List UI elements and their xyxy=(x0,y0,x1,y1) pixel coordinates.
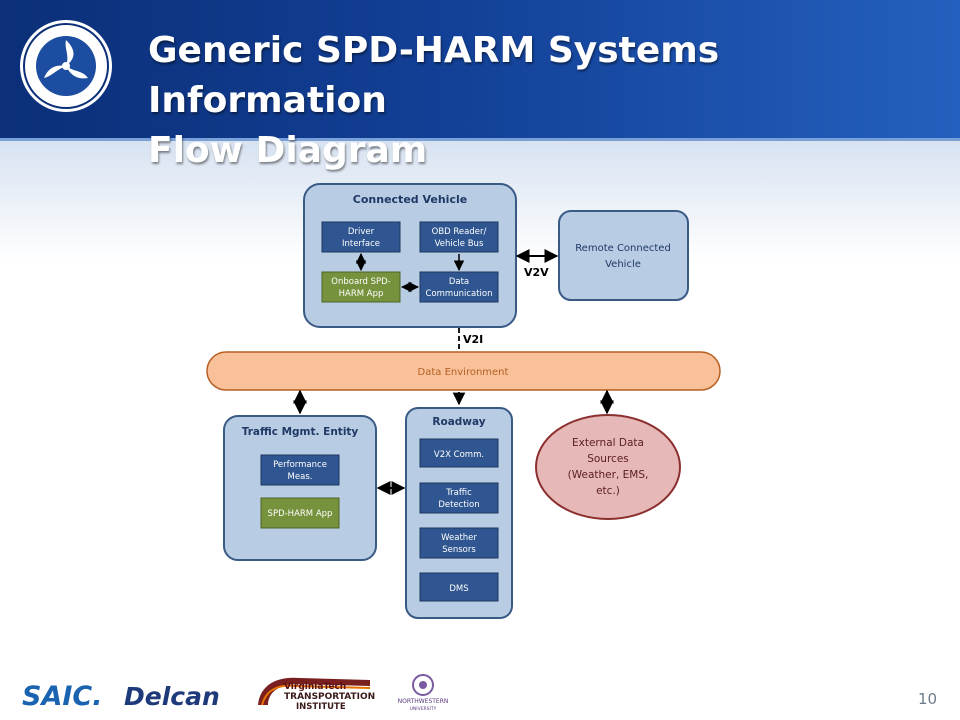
data-environment-bar xyxy=(206,351,721,391)
saic-logo-text: SAIC. xyxy=(22,681,102,712)
data-environment-label: Data Environment xyxy=(418,367,509,378)
spd-harm-app-label: SPD-HARM App xyxy=(268,509,333,519)
traffic-detection-line1: Traffic xyxy=(445,488,472,498)
weather-sensors-line2: Sensors xyxy=(442,545,476,555)
external-line4: etc.) xyxy=(596,485,620,497)
driver-interface-line1: Driver xyxy=(348,227,375,237)
performance-meas-line1: Performance xyxy=(273,460,327,470)
weather-sensors-line1: Weather xyxy=(441,533,477,543)
v2i-label: V2I xyxy=(463,333,483,346)
traffic-detection-line2: Detection xyxy=(438,500,479,510)
dms-box xyxy=(419,572,499,602)
obd-reader-box xyxy=(419,221,499,253)
v2v-label: V2V xyxy=(524,266,549,279)
northwestern-name: NORTHWESTERN xyxy=(398,698,449,705)
saic-logo: SAIC. xyxy=(22,681,102,712)
traffic-detection-box xyxy=(419,482,499,514)
onboard-app-line1: Onboard SPD- xyxy=(331,277,390,287)
vtti-line1: VirginiaTech xyxy=(284,682,346,692)
vtti-line3: INSTITUTE xyxy=(296,702,346,712)
data-communication-box xyxy=(419,271,499,303)
external-line3: (Weather, EMS, xyxy=(568,469,649,481)
driver-interface-line2: Interface xyxy=(342,239,380,249)
page-title: Generic SPD-HARM Systems Information Flo… xyxy=(148,26,908,176)
northwestern-sub: UNIVERSITY xyxy=(410,706,437,712)
performance-meas-line2: Meas. xyxy=(288,472,313,482)
onboard-app-line2: HARM App xyxy=(339,289,384,299)
remote-vehicle-line1: Remote Connected xyxy=(575,243,671,254)
delcan-logo: Delcan xyxy=(124,682,220,711)
vtti-line2: TRANSPORTATION xyxy=(284,692,375,702)
slide-number: 10 xyxy=(918,690,938,708)
v2x-comm-label: V2X Comm. xyxy=(434,450,484,460)
driver-interface-box xyxy=(321,221,401,253)
onboard-app-box xyxy=(321,271,401,303)
roadway-title: Roadway xyxy=(432,416,485,428)
traffic-mgmt-title: Traffic Mgmt. Entity xyxy=(242,426,359,438)
v2x-comm-box xyxy=(419,438,499,468)
external-data-sources xyxy=(535,414,681,520)
weather-sensors-box xyxy=(419,527,499,559)
delcan-logo-text: Delcan xyxy=(124,682,220,711)
header-rule xyxy=(0,138,960,141)
obd-reader-line2: Vehicle Bus xyxy=(435,239,484,249)
performance-meas-box xyxy=(260,454,340,486)
data-communication-line1: Data xyxy=(449,277,469,287)
remote-vehicle-line2: Vehicle xyxy=(605,259,641,270)
northwestern-logo: NORTHWESTERN UNIVERSITY xyxy=(398,674,449,712)
title-line-2: Flow Diagram xyxy=(148,130,428,171)
external-line2: Sources xyxy=(587,453,629,465)
external-line1: External Data xyxy=(572,437,644,449)
header-banner xyxy=(0,0,960,138)
connected-vehicle-title: Connected Vehicle xyxy=(353,193,467,206)
remote-vehicle-box xyxy=(558,210,689,301)
title-line-1: Generic SPD-HARM Systems Information xyxy=(148,30,720,121)
vtti-logo: VirginiaTech TRANSPORTATION INSTITUTE xyxy=(258,677,375,712)
dot-seal-icon xyxy=(20,20,112,112)
spd-harm-app-box xyxy=(260,497,340,529)
obd-reader-line1: OBD Reader/ xyxy=(432,227,487,237)
data-communication-line2: Communication xyxy=(426,289,493,299)
dms-label: DMS xyxy=(449,584,468,594)
